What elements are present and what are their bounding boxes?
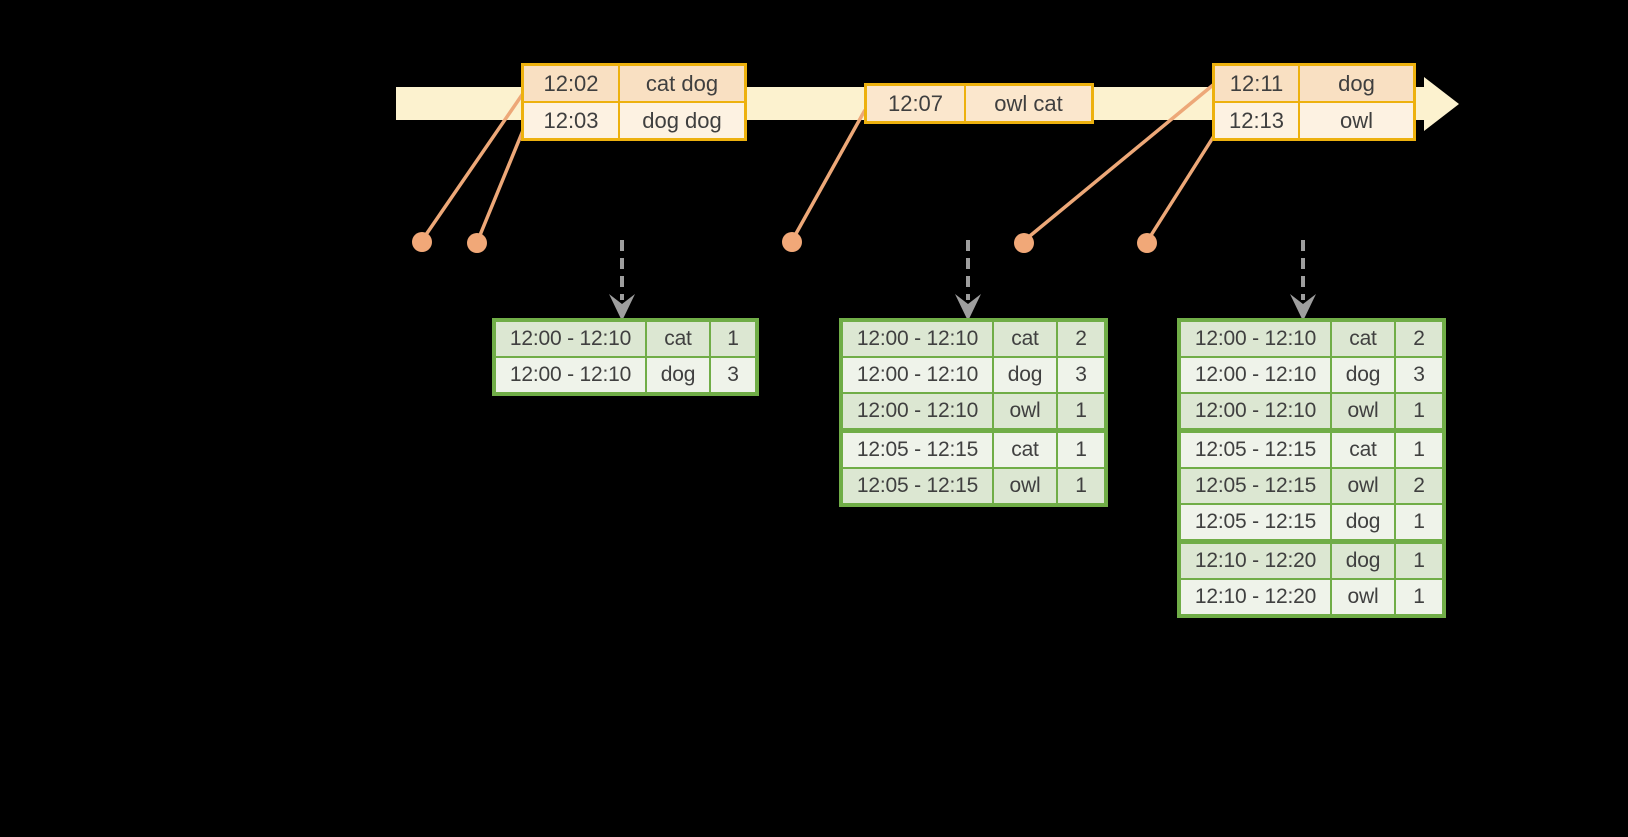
event-dot — [467, 233, 487, 253]
connector-line — [476, 127, 526, 241]
result-word-cell: owl — [1330, 392, 1396, 432]
event-time-cell: 12:11 — [1212, 63, 1300, 103]
result-window-cell: 12:05 - 12:15 — [1178, 503, 1332, 543]
result-word-cell: dog — [645, 356, 711, 395]
event-words-cell: cat dog — [618, 63, 747, 103]
event-dot — [1014, 233, 1034, 253]
event-time-cell: 12:07 — [864, 83, 966, 124]
result-window-cell: 12:05 - 12:15 — [1178, 467, 1332, 505]
connector-line — [421, 91, 526, 240]
result-window-cell: 12:00 - 12:10 — [1178, 392, 1332, 432]
result-word-cell: cat — [992, 319, 1058, 358]
event-time-cell: 12:02 — [521, 63, 620, 103]
result-window-cell: 12:05 - 12:15 — [840, 428, 994, 469]
result-window-cell: 12:10 - 12:20 — [1178, 578, 1332, 617]
result-word-cell: dog — [1330, 539, 1396, 580]
result-count-cell: 1 — [1394, 428, 1445, 469]
event-words-cell: dog dog — [618, 101, 747, 141]
result-word-cell: dog — [1330, 503, 1396, 543]
result-count-cell: 1 — [1394, 578, 1445, 617]
result-window-cell: 12:00 - 12:10 — [840, 392, 994, 432]
result-window-cell: 12:00 - 12:10 — [840, 356, 994, 394]
event-words-cell: owl cat — [964, 83, 1094, 124]
result-count-cell: 3 — [1394, 356, 1445, 394]
result-count-cell: 1 — [1056, 392, 1107, 432]
result-window-cell: 12:00 - 12:10 — [493, 356, 647, 395]
result-window-cell: 12:05 - 12:15 — [1178, 428, 1332, 469]
result-word-cell: cat — [1330, 428, 1396, 469]
event-dot — [782, 232, 802, 252]
result-word-cell: owl — [1330, 578, 1396, 617]
result-word-cell: owl — [1330, 467, 1396, 505]
result-window-cell: 12:10 - 12:20 — [1178, 539, 1332, 580]
result-word-cell: owl — [992, 392, 1058, 432]
result-count-cell: 1 — [1394, 539, 1445, 580]
result-word-cell: dog — [1330, 356, 1396, 394]
result-count-cell: 2 — [1056, 319, 1107, 358]
result-count-cell: 1 — [1394, 503, 1445, 543]
connector-line — [1146, 127, 1221, 241]
result-count-cell: 2 — [1394, 467, 1445, 505]
result-count-cell: 2 — [1394, 319, 1445, 358]
result-word-cell: cat — [645, 319, 711, 358]
event-dot — [1137, 233, 1157, 253]
trigger-arrow-head-icon — [955, 294, 981, 321]
result-window-cell: 12:00 - 12:10 — [1178, 319, 1332, 358]
result-window-cell: 12:00 - 12:10 — [493, 319, 647, 358]
result-word-cell: cat — [1330, 319, 1396, 358]
result-count-cell: 3 — [1056, 356, 1107, 394]
timeline-arrowhead-icon — [1424, 77, 1459, 131]
trigger-arrow-head-icon — [609, 294, 635, 321]
result-word-cell: cat — [992, 428, 1058, 469]
result-count-cell: 1 — [1394, 392, 1445, 432]
connector-line — [1023, 83, 1215, 242]
event-time-cell: 12:03 — [521, 101, 620, 141]
result-window-cell: 12:05 - 12:15 — [840, 467, 994, 506]
result-word-cell: dog — [992, 356, 1058, 394]
result-count-cell: 3 — [709, 356, 758, 395]
result-word-cell: owl — [992, 467, 1058, 506]
result-count-cell: 1 — [709, 319, 758, 358]
event-time-cell: 12:13 — [1212, 101, 1300, 141]
trigger-arrow-head-icon — [1290, 294, 1316, 321]
result-window-cell: 12:00 - 12:10 — [1178, 356, 1332, 394]
connector-line — [791, 109, 867, 240]
event-words-cell: owl — [1298, 101, 1416, 141]
result-count-cell: 1 — [1056, 428, 1107, 469]
event-dot — [412, 232, 432, 252]
result-count-cell: 1 — [1056, 467, 1107, 506]
event-words-cell: dog — [1298, 63, 1416, 103]
result-window-cell: 12:00 - 12:10 — [840, 319, 994, 358]
